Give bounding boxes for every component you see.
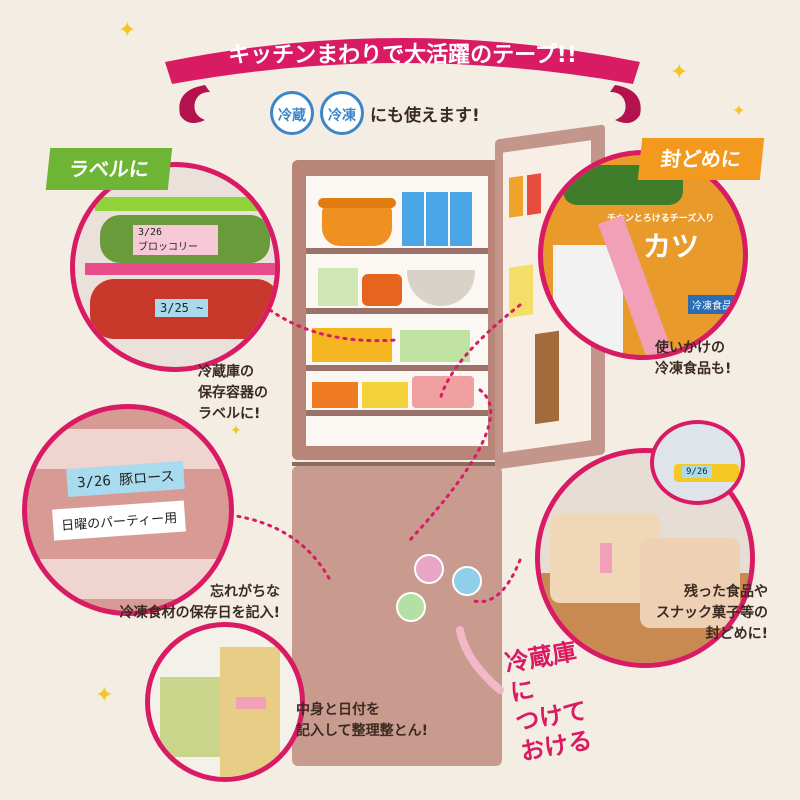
magnet: [396, 592, 426, 622]
sparkle-icon: ✦: [230, 423, 242, 439]
caption-contents: 中身と日付を 記入して整理整とん!: [296, 702, 428, 739]
blue-container: [402, 192, 424, 246]
seal-tag: 封どめに: [637, 138, 765, 180]
subtitle: にも使えます!: [370, 105, 480, 126]
tape-date: 3/26: [138, 227, 163, 238]
jar: [318, 268, 358, 306]
fridge-drawer: [292, 466, 502, 766]
shelf: [306, 308, 488, 314]
clip-photo: 9/26: [650, 420, 745, 505]
yellow-jar: [362, 382, 408, 408]
blue-container: [426, 192, 448, 246]
package-brand: カツ: [643, 230, 700, 263]
ribbon-curl-left: [179, 85, 210, 124]
label-tag-text: ラベルに: [67, 157, 151, 181]
green-container: [400, 330, 470, 362]
ribbon-curl-right: [610, 85, 641, 124]
magnet: [452, 566, 482, 596]
pink-jar-tape: [236, 697, 266, 709]
tape-broccoli: 3/26 ブロッコリー: [133, 225, 218, 255]
seal-tag-text: 封どめに: [659, 147, 743, 171]
caption-snack: 残った食品や スナック菓子等の 封どめに!: [656, 584, 768, 642]
magnet: [414, 554, 444, 584]
pickle-jar: [160, 677, 220, 757]
orange-pot: [322, 204, 392, 246]
green-lid: [95, 197, 275, 211]
refrigerator: [292, 160, 502, 770]
badge-refrigerate: 冷蔵: [270, 91, 314, 135]
badge-freeze: 冷凍: [320, 91, 364, 135]
photo-meat: 3/26 豚ロース 日曜のパーティー用: [22, 404, 234, 616]
pink-tape: [600, 543, 612, 573]
pot-lid: [318, 198, 396, 208]
caption-frozen-date: 忘れがちな 冷凍食材の保存日を記入!: [119, 584, 280, 621]
subtitle-row: 冷蔵 冷凍 にも使えます!: [270, 88, 480, 138]
caption-fridge-container: 冷蔵庫の 保存容器の ラベルに!: [198, 364, 268, 422]
package-white: [553, 245, 623, 355]
shelf: [306, 365, 488, 371]
ribbon-shape: [165, 38, 640, 84]
small-pot: [362, 274, 402, 306]
title-banner: キッチンまわりで大活躍のテープ!!: [155, 22, 650, 84]
sparkle-icon: ✦: [732, 101, 746, 120]
drawer-line: [292, 462, 502, 466]
package-text: チキンとろけるチーズ入り: [607, 214, 715, 224]
tape-clip: 9/26: [682, 466, 712, 478]
snack-bag: [640, 538, 740, 628]
tray: [412, 376, 474, 408]
tape-sunday: 日曜のパーティー用: [52, 500, 187, 541]
label-tag: ラベルに: [45, 148, 173, 190]
photo-frozen-package: チキンとろけるチーズ入り カツ 冷凍食品: [538, 150, 748, 360]
shelf: [306, 410, 488, 416]
meat-stripes: [27, 429, 229, 469]
meat-stripes: [27, 559, 229, 599]
photo-jar: [145, 622, 305, 782]
tape-tomato: 3/25 ~: [155, 299, 209, 317]
orange-jar: [312, 382, 358, 408]
pasta-jar: [220, 647, 280, 777]
shelf: [306, 248, 488, 254]
sparkle-icon: ✦: [95, 683, 114, 708]
pink-lid: [85, 263, 275, 275]
package-freeze-label: 冷凍食品: [688, 295, 736, 314]
sparkle-icon: ✦: [670, 60, 689, 85]
yellow-container: [312, 328, 392, 362]
banner-title: キッチンまわりで大活躍のテープ!!: [228, 43, 577, 68]
blue-container: [450, 192, 472, 246]
tape-name: ブロッコリー: [138, 242, 198, 253]
caption-frozen-food: 使いかけの 冷凍食品も!: [655, 340, 732, 377]
sparkle-icon: ✦: [118, 18, 137, 43]
photo-containers: 3/26 ブロッコリー 3/25 ~: [70, 162, 280, 372]
